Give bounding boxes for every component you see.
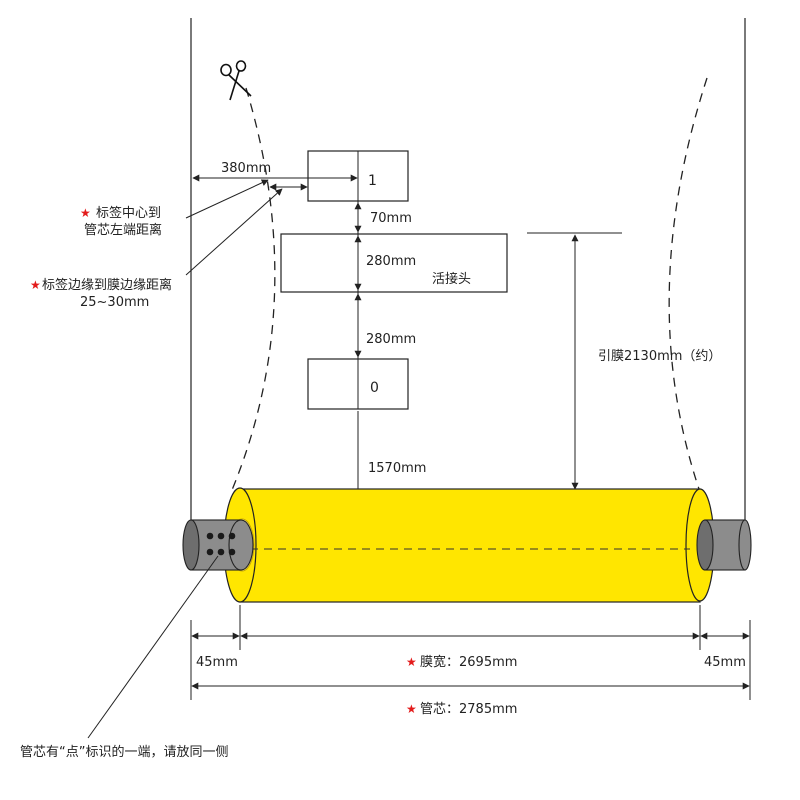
star-icon: ★ [80, 206, 91, 220]
film-roll-body [239, 488, 701, 603]
star-icon: ★ [406, 702, 417, 716]
film-edge-left-dashed [231, 87, 276, 491]
note-edge-line2: 25~30mm [80, 295, 149, 310]
live-joint-box [280, 233, 508, 293]
film-roll [223, 487, 715, 603]
left-core [182, 519, 254, 571]
dim-280-a-text: 280mm [366, 254, 416, 269]
dim-70-text: 70mm [370, 211, 412, 226]
core-length-text: 管芯：2785mm [420, 702, 517, 717]
bottom-note-leader [87, 555, 219, 739]
lead-film-text: 引膜2130mm（约） [598, 349, 721, 364]
dim-380-text: 380mm [221, 161, 271, 176]
scissors-icon [220, 60, 252, 101]
dim-45-right-text: 45mm [704, 655, 746, 670]
dim-280-b-text: 280mm [366, 332, 416, 347]
label-box-0-text: 0 [370, 380, 379, 396]
note-edge-line1: 标签边缘到膜边缘距离 [42, 277, 172, 293]
note-center-line1: 标签中心到 [96, 205, 161, 221]
dim-1570-text: 1570mm [368, 461, 426, 476]
film-edge-right-dashed [668, 77, 708, 493]
core-dot-marks [206, 532, 236, 556]
note-center-leader [185, 179, 269, 219]
star-icon: ★ [30, 278, 41, 292]
note-edge-leader [185, 188, 283, 276]
film-width-text: 膜宽：2695mm [420, 654, 517, 670]
star-icon: ★ [406, 655, 417, 669]
note-center-line2: 管芯左端距离 [84, 222, 162, 238]
label-box-1-text: 1 [368, 173, 377, 189]
live-joint-text: 活接头 [432, 271, 471, 287]
bottom-note-text: 管芯有“点”标识的一端，请放同一侧 [20, 744, 228, 760]
right-core [696, 519, 752, 571]
dim-45-left-text: 45mm [196, 655, 238, 670]
